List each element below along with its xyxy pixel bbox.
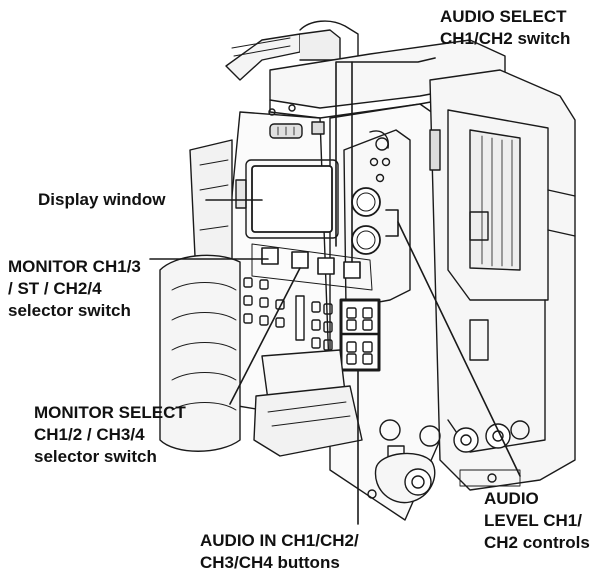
leader-audio-level [397, 221, 521, 477]
leader-lines [149, 57, 521, 525]
label-display-window: Display window [38, 190, 166, 209]
leader-monitor-select [229, 267, 301, 405]
leader-audio-select [335, 57, 436, 247]
camera-illustration [159, 20, 576, 521]
label-monitor-ch13: MONITOR CH1/3 / ST / CH2/4 selector swit… [8, 257, 141, 320]
label-audio-level: AUDIO LEVEL CH1/ CH2 controls [484, 489, 590, 552]
label-audio-select: AUDIO SELECT CH1/CH2 switch [440, 7, 571, 48]
label-monitor-select: MONITOR SELECT CH1/2 / CH3/4 selector sw… [34, 403, 186, 466]
label-audio-in: AUDIO IN CH1/CH2/ CH3/CH4 buttons [200, 531, 359, 572]
